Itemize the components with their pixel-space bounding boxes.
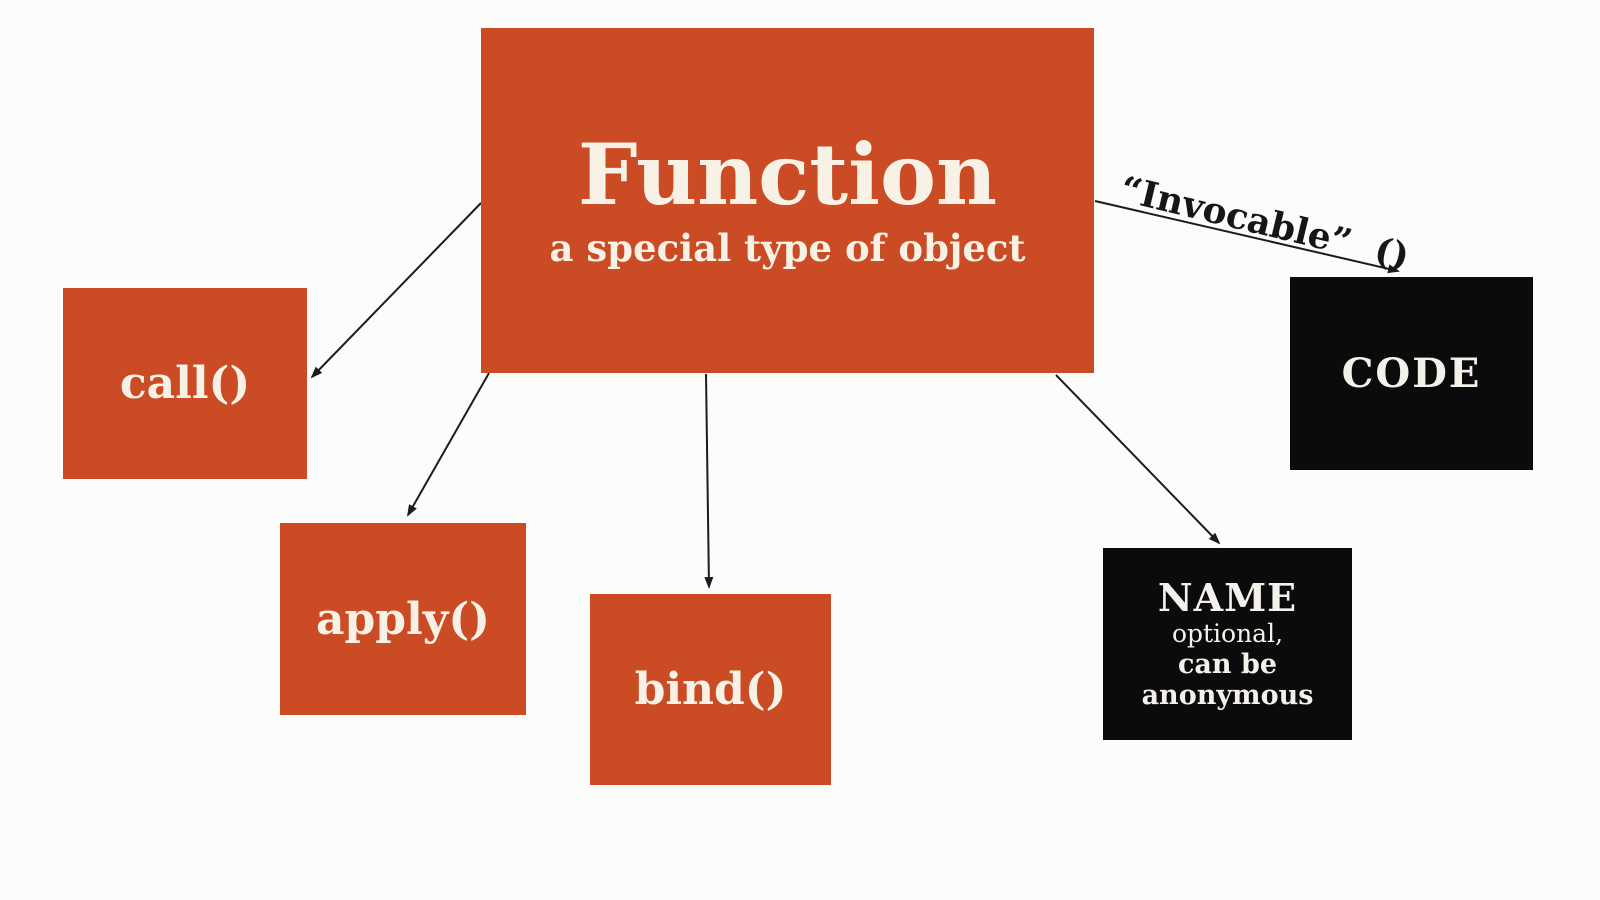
invocable-edge-label: “Invocable” () [1116, 168, 1414, 278]
name-node: NAME optional, can be anonymous [1103, 548, 1352, 740]
code-node: CODE [1290, 277, 1533, 470]
arrow-function-to-apply [407, 372, 490, 517]
arrow-function-to-call [310, 202, 482, 379]
bind-node-label: bind() [634, 664, 787, 715]
arrow-function-to-name [1055, 374, 1221, 545]
apply-node-label: apply() [316, 593, 490, 645]
function-node-title: Function [577, 125, 998, 225]
function-node: Function a special type of object [481, 28, 1094, 373]
apply-node: apply() [280, 523, 526, 715]
code-node-label: CODE [1341, 350, 1482, 397]
call-node: call() [63, 288, 307, 479]
name-node-line-can-be: can be [1177, 648, 1278, 680]
name-node-line-optional: optional, [1171, 618, 1284, 648]
function-node-subtitle: a special type of object [549, 225, 1026, 270]
call-node-label: call() [119, 358, 251, 409]
arrow-function-to-bind [704, 373, 714, 589]
bind-node: bind() [590, 594, 831, 785]
name-node-line-anonymous: anonymous [1141, 679, 1314, 711]
name-node-title: NAME [1157, 575, 1298, 621]
